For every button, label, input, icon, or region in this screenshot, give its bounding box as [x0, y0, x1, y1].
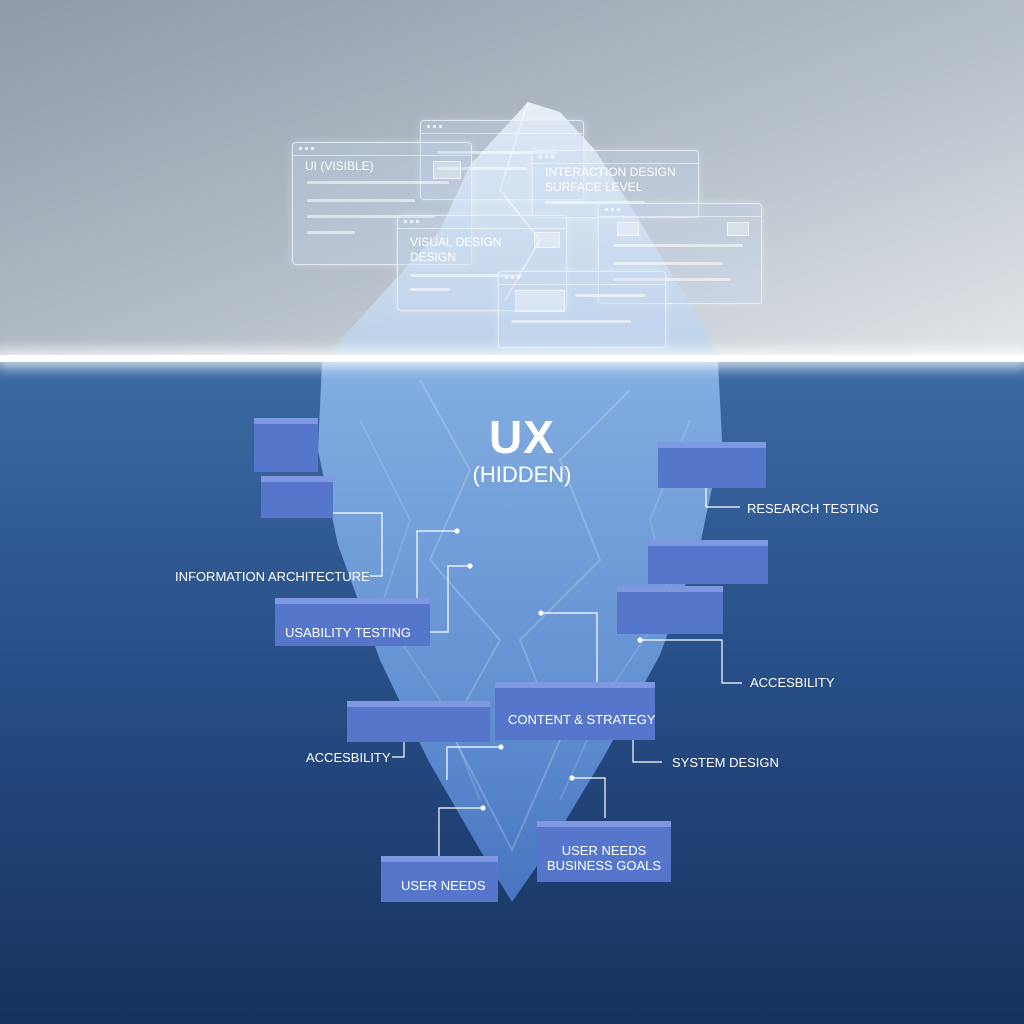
block — [275, 598, 430, 646]
waterline — [0, 355, 1024, 362]
block — [648, 540, 768, 584]
surface-level-label: SURFACE LEVEL — [545, 180, 643, 194]
ui-window-right — [598, 203, 762, 304]
information-architecture-label: INFORMATION ARCHITECTURE — [175, 569, 370, 584]
block — [254, 418, 318, 472]
ui-window-interaction: INTERACTION DESIGN SURFACE LEVEL — [532, 150, 699, 218]
accessibility-right-label: ACCESBILITY — [750, 675, 835, 690]
ui-visible-label: UI (VISIBLE) — [305, 159, 374, 173]
usability-testing-label: USABILITY TESTING — [285, 625, 411, 640]
block — [617, 586, 723, 634]
visual-design-label: VISUAL DESIGN — [410, 235, 502, 249]
block — [658, 442, 766, 488]
ui-window-visual: VISUAL DESIGN DESIGN — [397, 215, 567, 311]
system-design-label: SYSTEM DESIGN — [672, 755, 779, 770]
user-needs-line: USER NEEDS — [561, 843, 647, 858]
ui-window-back — [420, 120, 584, 200]
ux-title: UX — [489, 411, 555, 463]
block — [381, 856, 498, 902]
ui-window-visible: UI (VISIBLE) — [292, 142, 472, 265]
research-testing-label: RESEARCH TESTING — [747, 501, 879, 516]
block — [495, 682, 655, 740]
user-needs-business-label: USER NEEDS BUSINESS GOALS — [543, 843, 665, 873]
interaction-design-label: INTERACTION DESIGN — [545, 165, 676, 179]
iceberg-underwater — [318, 362, 722, 902]
block — [261, 476, 333, 518]
ui-window-bottom — [498, 271, 666, 348]
block — [347, 701, 490, 742]
content-strategy-label: CONTENT & STRATEGY — [508, 712, 656, 727]
accessibility-left-label: ACCESBILITY — [306, 750, 391, 765]
design-label: DESIGN — [410, 250, 457, 264]
ux-subtitle: (HIDDEN) — [472, 462, 572, 487]
business-goals-line: BUSINESS GOALS — [546, 858, 662, 873]
user-needs-label: USER NEEDS — [401, 878, 486, 893]
iceberg-facets — [419, 379, 631, 853]
block — [537, 821, 671, 882]
